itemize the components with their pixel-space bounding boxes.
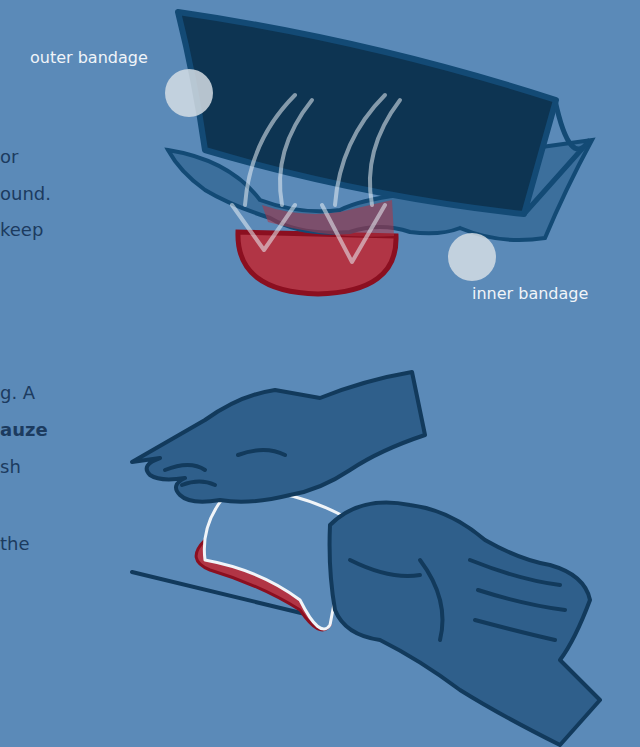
body-text: auze: [0, 419, 48, 441]
body-text: keep: [0, 219, 43, 241]
hands-illustration: [132, 372, 600, 745]
body-text: the: [0, 533, 30, 555]
pressure-arrows: [232, 95, 400, 262]
wound: [238, 232, 396, 294]
body-text: g. A: [0, 382, 35, 404]
body-text: sh: [0, 456, 21, 478]
body-text: ound.: [0, 183, 51, 205]
bandage-edge: [524, 100, 590, 214]
callout-marker: [448, 233, 496, 281]
callout-marker: [165, 69, 213, 117]
part-name: inner bandage: [472, 284, 588, 303]
part-name: outer bandage: [30, 48, 148, 67]
outer-bandage: [178, 12, 556, 214]
body-text: or: [0, 146, 18, 168]
